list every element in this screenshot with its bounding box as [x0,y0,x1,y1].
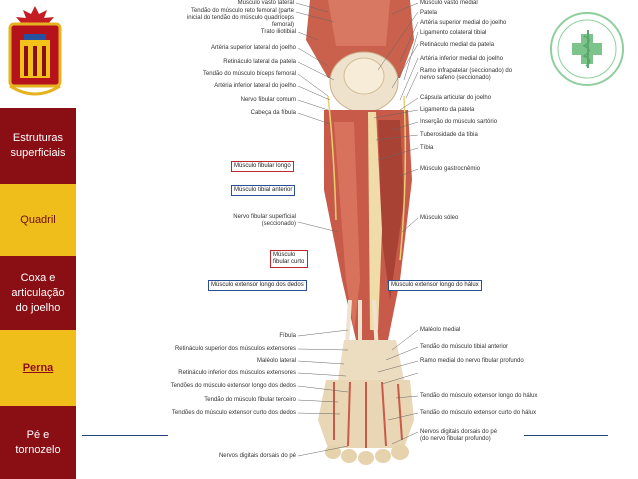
label-fibula: Fíbula [279,333,296,339]
label-retinaculo-inferior-extensores: Retináculo inferior dos músculos extenso… [178,370,296,376]
label-retinaculo-lateral-patela: Retináculo lateral da patela [223,59,296,65]
nav-item-perna[interactable]: Perna [0,330,76,406]
label-nervo-fibular-comum: Nervo fibular comum [240,97,296,103]
nav-label: Pé e tornozelo [15,428,61,456]
label-tendao-extensor-longo-halux: Tendão do músculo extensor longo do hálu… [420,393,538,399]
footer-rule-left [82,435,168,436]
label-tendao-reto-femoral: Tendão do músculo reto femoral (parte in… [186,8,294,28]
boxed-label-fibular-longo: Músculo fibular longo [231,161,294,172]
label-nervos-digitais-dorsais-right: Nervos digitais dorsais do pé (do nervo … [420,429,498,442]
label-arteria-superior-medial: Artéria superior medial do joelho [420,20,507,26]
boxed-label-fibular-curto: Músculo fibular curto [270,250,308,268]
label-ramo-medial-fibular-profundo: Ramo medial do nervo fibular profundo [420,358,524,364]
leg-anatomy-illustration: Músculo vasto lateral Tendão do músculo … [171,0,537,479]
label-tendao-biceps-femoral: Tendão do músculo bíceps femoral [202,71,296,77]
label-vasto-lateral: Músculo vasto lateral [237,0,294,6]
label-trato-iliotibial: Trato iliotibial [260,29,296,35]
label-tuberosidade-tibia: Tuberosidade da tíbia [420,132,478,138]
label-vasto-medial: Músculo vasto medial [420,0,478,6]
label-nervo-fibular-superficial: Nervo fibular superficial (seccionado) [233,214,296,227]
label-tendoes-extensor-longo-dedos: Tendões do músculo extensor longo dos de… [170,383,296,389]
label-tendao-extensor-curto-halux: Tendão do músculo extensor curto do hálu… [420,410,537,416]
label-nervos-digitais-dorsais-left: Nervos digitais dorsais do pé [218,453,296,459]
boxed-label-extensor-longo-dedos: Músculo extensor longo dos dedos [208,280,307,291]
label-insercao-sartorio: Inserção do músculo sartório [420,119,498,125]
footer-rule-right [524,435,608,436]
boxed-label-tibial-anterior: Músculo tibial anterior [231,185,296,196]
nav-item-quadril[interactable]: Quadril [0,184,76,256]
label-maleolo-medial: Maléolo medial [420,327,461,333]
boxed-label-extensor-longo-halux: Músculo extensor longo do hálux [388,280,482,291]
label-tendao-fibular-terceiro: Tendão do músculo fibular terceiro [204,397,296,403]
label-tibia: Tíbia [420,145,434,151]
label-capsula-articular-joelho: Cápsula articular do joelho [420,95,492,101]
faculty-seal-logo [550,12,624,86]
label-ligamento-colateral-tibial: Ligamento colateral tibial [420,30,487,36]
nav-item-coxa-joelho[interactable]: Coxa e articulação do joelho [0,256,76,330]
label-retinaculo-medial-patela: Retináculo medial da patela [420,42,495,48]
label-patela: Patela [420,10,438,16]
label-tendoes-extensor-curto-dedos: Tendões do músculo extensor curto dos de… [171,410,296,416]
label-gastrocnemio: Músculo gastrocnêmio [420,166,481,172]
label-tendao-tibial-anterior: Tendão do músculo tibial anterior [420,344,509,350]
label-retinaculo-superior-extensores: Retináculo superior dos músculos extenso… [174,346,296,352]
nav-label: Estruturas superficiais [10,132,66,159]
label-ligamento-patela: Ligamento da patela [420,107,475,113]
label-soleo: Músculo sóleo [420,215,459,221]
label-arteria-inferior-lateral: Artéria inferior lateral do joelho [214,83,296,89]
nav-label-active: Perna [22,361,54,374]
label-arteria-inferior-medial: Artéria inferior medial do joelho [420,56,504,62]
nav-item-estruturas-superficiais[interactable]: Estruturas superficiais [0,108,76,184]
university-crest-logo [8,6,62,96]
nav-label: Coxa e articulação do joelho [11,271,65,314]
nav-item-pe-tornozelo[interactable]: Pé e tornozelo [0,406,76,479]
nav-label: Quadril [20,213,56,226]
label-ramo-infrapatelar-safeno: Ramo infrapatelar (seccionado) do nervo … [420,68,513,81]
label-arteria-superior-lateral: Artéria superior lateral do joelho [210,45,296,51]
label-maleolo-lateral: Maléolo lateral [256,358,296,364]
label-cabeca-fibula: Cabeça da fíbula [250,110,296,116]
